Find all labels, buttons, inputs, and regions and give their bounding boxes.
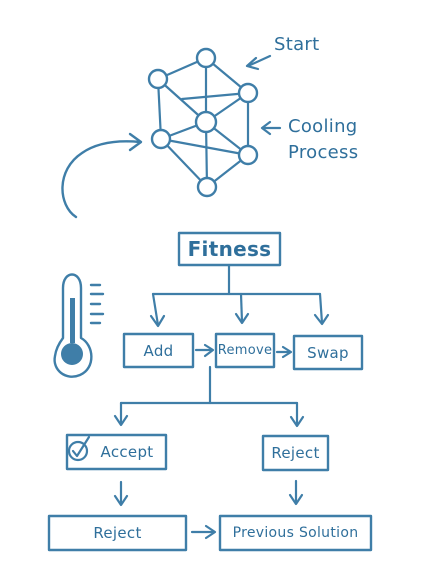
graph-node [195,47,217,69]
swap-label: Swap [307,343,349,362]
curved-arrow-icon [61,132,143,219]
graph-node [147,68,169,90]
reject-bottom-label: Reject [93,524,142,542]
graph-node [150,128,172,150]
start-arrow [245,54,272,71]
graph-node [237,144,259,166]
graph-nodes [147,47,259,198]
check-circle-icon [67,435,91,462]
reject-bottom-box [47,514,188,552]
graph-node [237,82,259,104]
accept-label: Accept [100,443,154,461]
start-label: Start [274,34,320,55]
flow-connectors [113,263,330,540]
remove-label: Remove [217,343,273,358]
previous-solution-label: Previous Solution [232,525,359,541]
fitness-label: Fitness [187,237,272,261]
graph-node [196,176,218,198]
add-box [122,332,195,369]
swap-box [292,334,364,371]
remove-box [214,332,276,369]
add-label: Add [143,341,174,360]
previous-solution-box [218,514,373,552]
reject-right-label: Reject [271,444,320,462]
reject-right-box [261,434,330,472]
process-label: Process [288,142,359,163]
accept-box [65,433,168,471]
thermometer-icon [53,273,105,378]
cooling-label: Cooling [288,116,358,137]
cooling-arrow [260,120,282,136]
graph-node-center [194,110,218,134]
